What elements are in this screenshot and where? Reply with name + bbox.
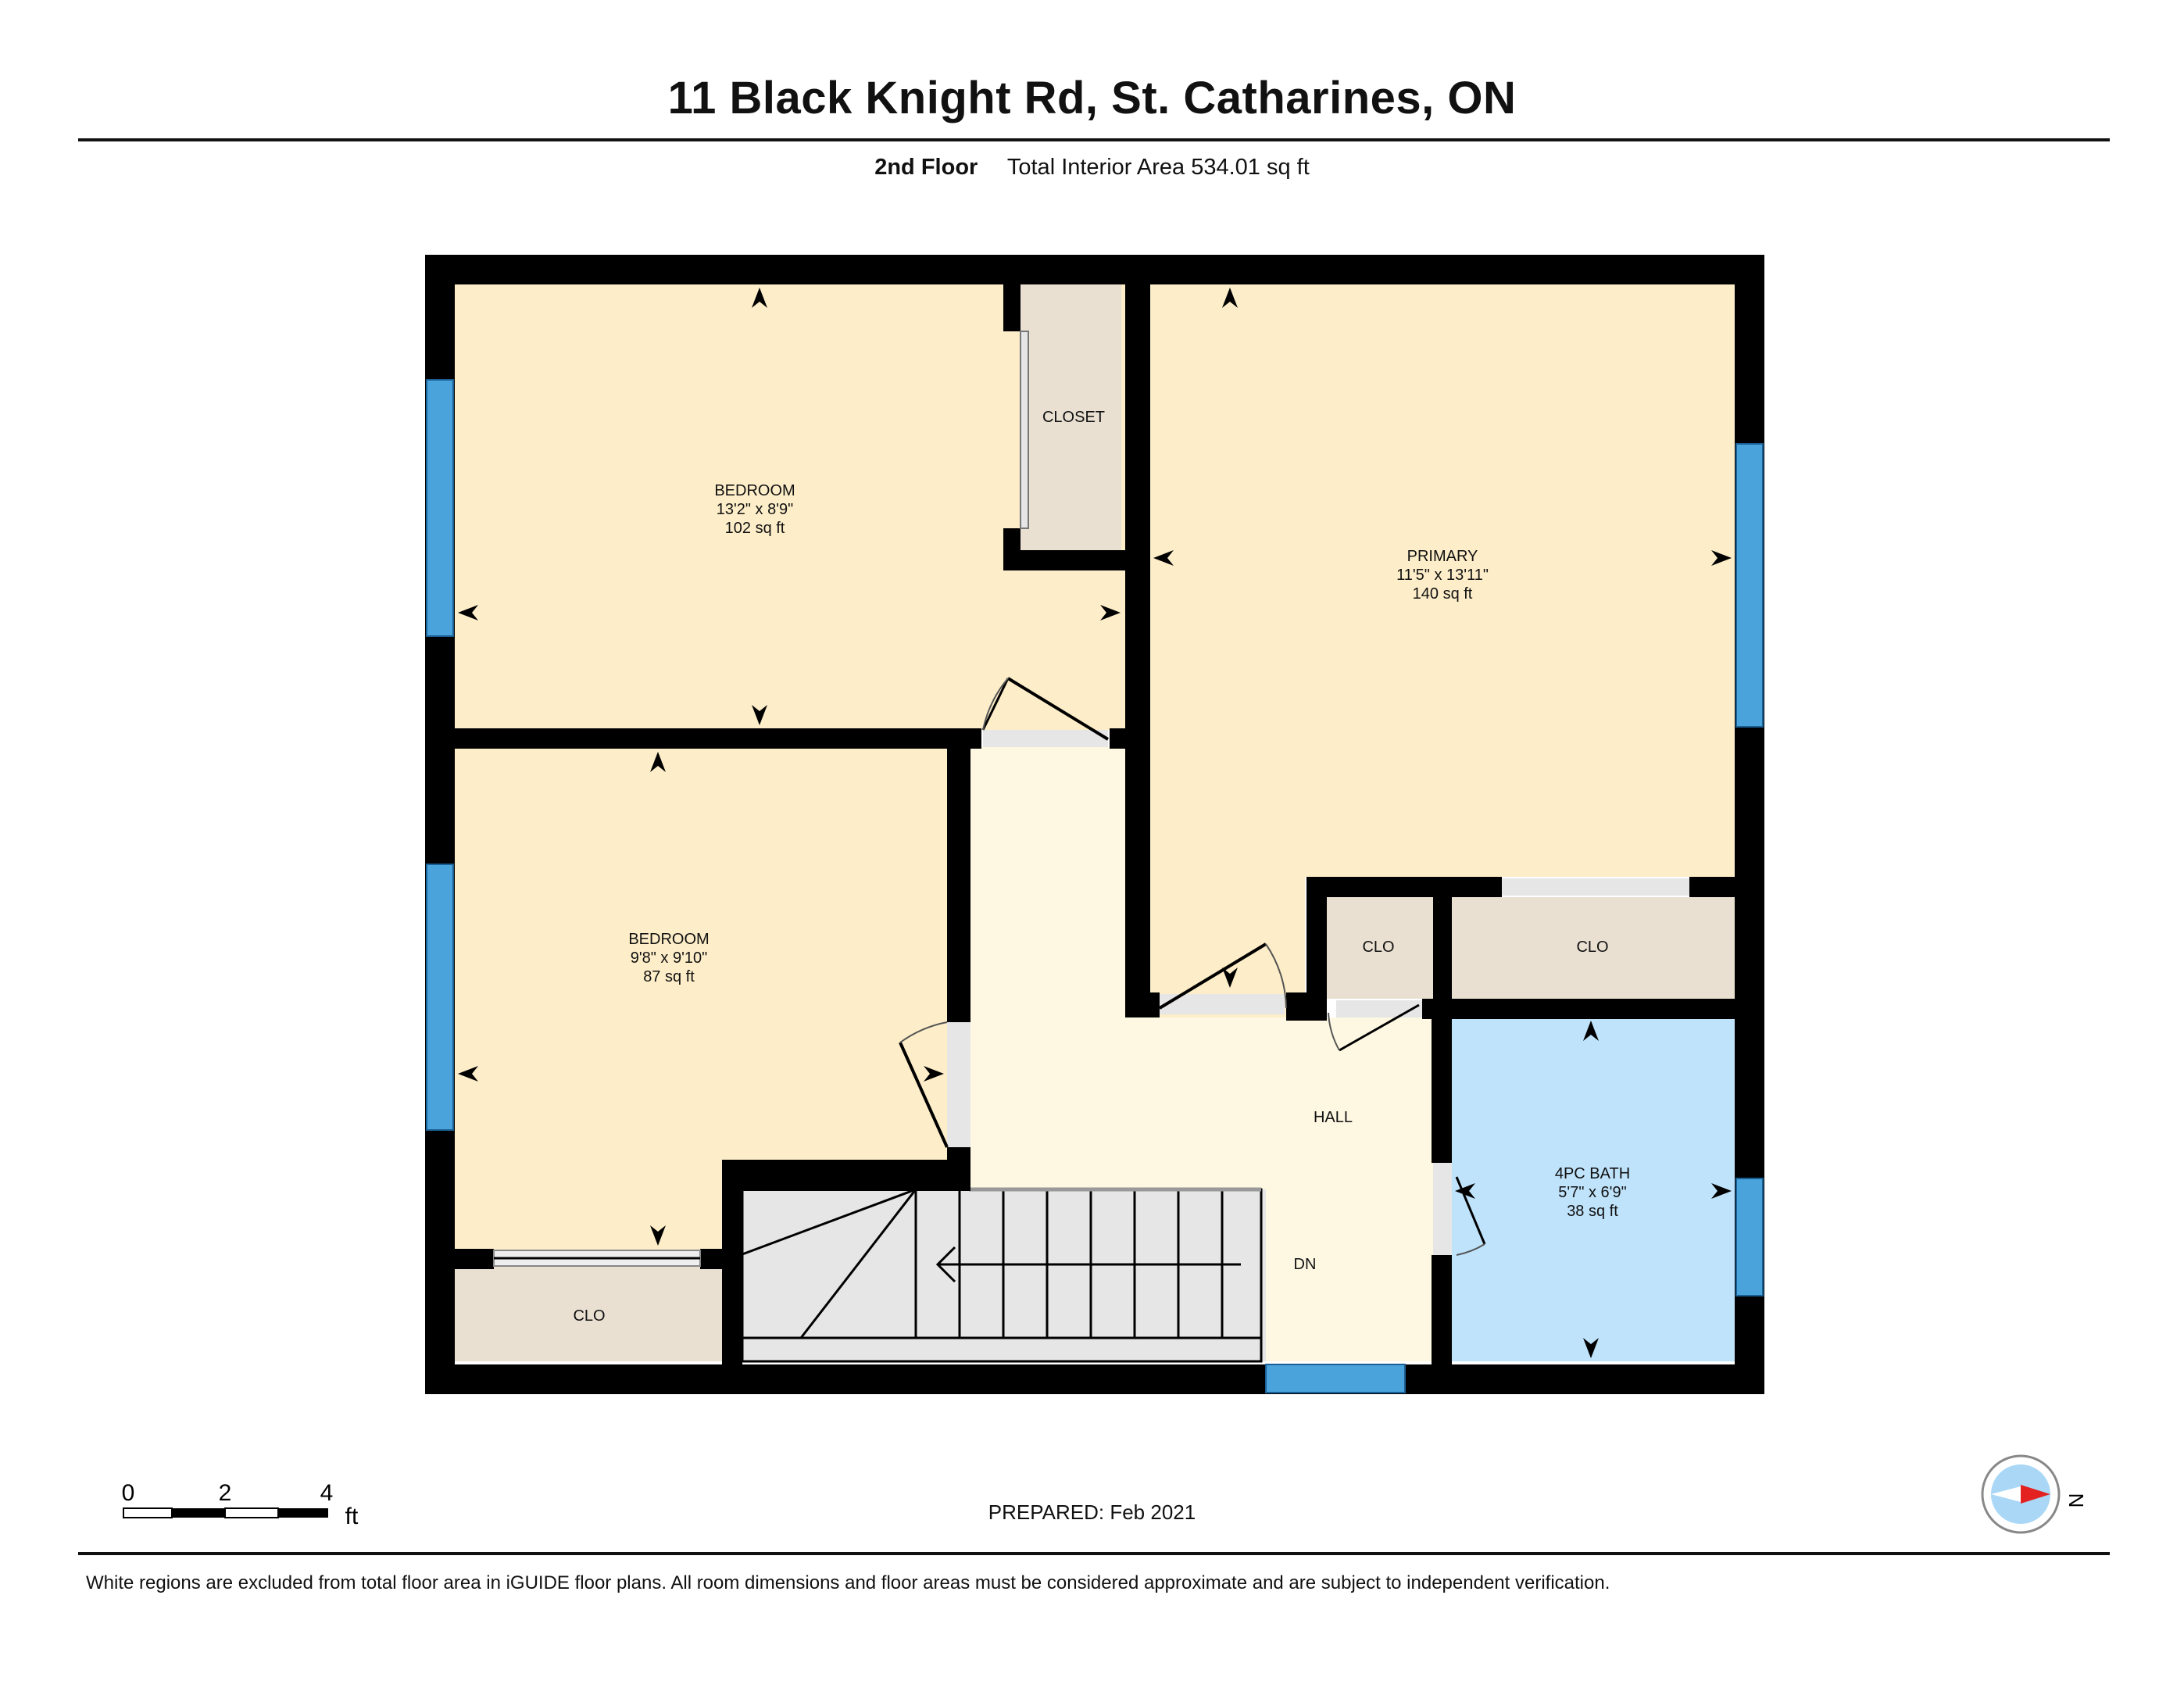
scale-tick-2: 2 [219, 1480, 232, 1506]
disclaimer-text: White regions are excluded from total fl… [86, 1572, 1610, 1593]
bedroom-1-name: BEDROOM [714, 482, 795, 499]
scale-tick-4: 4 [320, 1480, 334, 1506]
windows [426, 379, 1764, 1393]
bath-area: 38 sq ft [1567, 1203, 1618, 1220]
floor-label: 2nd Floor [874, 155, 978, 180]
clo-bottom-name: CLO [573, 1307, 605, 1325]
closet-name: CLOSET [1042, 409, 1105, 426]
clo-bottom-floor [453, 1266, 725, 1361]
floor-summary: 2nd Floor Total Interior Area 534.01 sq … [0, 155, 2184, 181]
scale-unit: ft [345, 1504, 359, 1529]
stair-direction-arrow [935, 1246, 1241, 1283]
primary-dims: 11'5" x 13'11" [1396, 567, 1489, 584]
stairs-down-label: DN [1294, 1256, 1317, 1273]
total-area-label: Total Interior Area 534.01 sq ft [1006, 155, 1310, 180]
bath-name: 4PC BATH [1555, 1165, 1630, 1182]
clo-small-name: CLO [1362, 939, 1394, 956]
bedroom-1-floor [453, 283, 1125, 730]
clo-small-floor [1327, 897, 1433, 999]
bedroom-1-area: 102 sq ft [725, 520, 785, 537]
bath-floor [1452, 1017, 1736, 1361]
doors [493, 331, 1689, 1267]
bedroom-2-dims: 9'8" x 9'10" [631, 950, 708, 967]
scale-tick-0: 0 [122, 1480, 135, 1506]
bedroom-2-name: BEDROOM [628, 931, 709, 948]
bedroom-2-area: 87 sq ft [643, 968, 695, 985]
compass-north-label: N [2064, 1493, 2088, 1508]
page-title: 11 Black Knight Rd, St. Catharines, ON [667, 73, 1517, 123]
scale-bar: 0 2 4 ft [122, 1480, 359, 1529]
footer-divider [78, 1552, 2110, 1555]
clo-wide-name: CLO [1576, 939, 1608, 956]
title-divider [78, 138, 2110, 141]
dimension-arrows [458, 288, 1732, 1358]
primary-name: PRIMARY [1407, 548, 1478, 565]
bedroom-1-dims: 13'2" x 8'9" [717, 501, 794, 518]
clo-wide-floor [1452, 897, 1736, 999]
primary-area: 140 sq ft [1413, 585, 1473, 603]
closet-floor [1020, 283, 1121, 550]
bath-dims: 5'7" x 6'9" [1558, 1184, 1626, 1201]
hall-name: HALL [1314, 1109, 1353, 1126]
compass-icon: N [1981, 1454, 2088, 1534]
prepared-date: PREPARED: Feb 2021 [988, 1500, 1196, 1524]
primary-floor [1149, 283, 1736, 877]
